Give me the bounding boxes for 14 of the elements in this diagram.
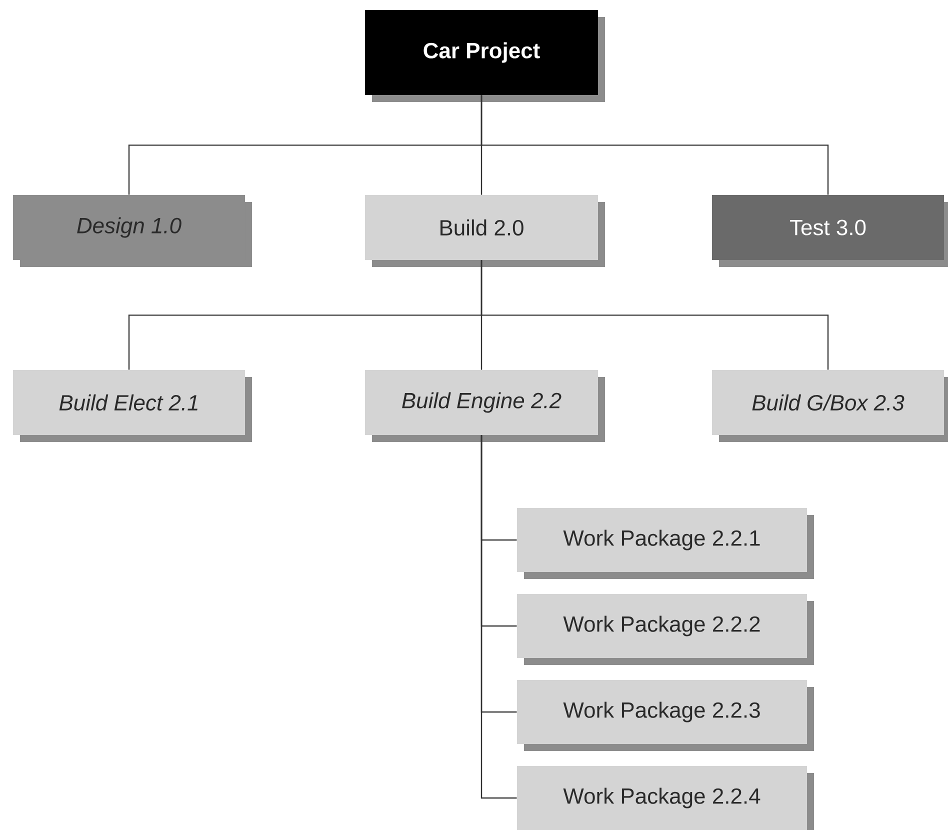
work-package-box: Work Package 2.2.1	[517, 508, 814, 579]
work-package-box: Work Package 2.2.4	[517, 766, 814, 830]
task-box: Build Engine 2.2	[365, 370, 605, 442]
work-package-box: Work Package 2.2.3	[517, 680, 814, 751]
phase-box: Build 2.0	[365, 195, 605, 267]
task-box: Build G/Box 2.3	[712, 370, 948, 442]
task-box: Build Elect 2.1	[13, 370, 252, 442]
connector-line	[480, 260, 829, 370]
phase-box: Test 3.0	[712, 195, 948, 267]
connector-line	[480, 435, 517, 799]
phase-box: Design 1.0	[13, 195, 252, 267]
root-box: Car Project	[365, 10, 605, 102]
work-package-box: Work Package 2.2.2	[517, 594, 814, 665]
connector-line	[480, 95, 829, 195]
